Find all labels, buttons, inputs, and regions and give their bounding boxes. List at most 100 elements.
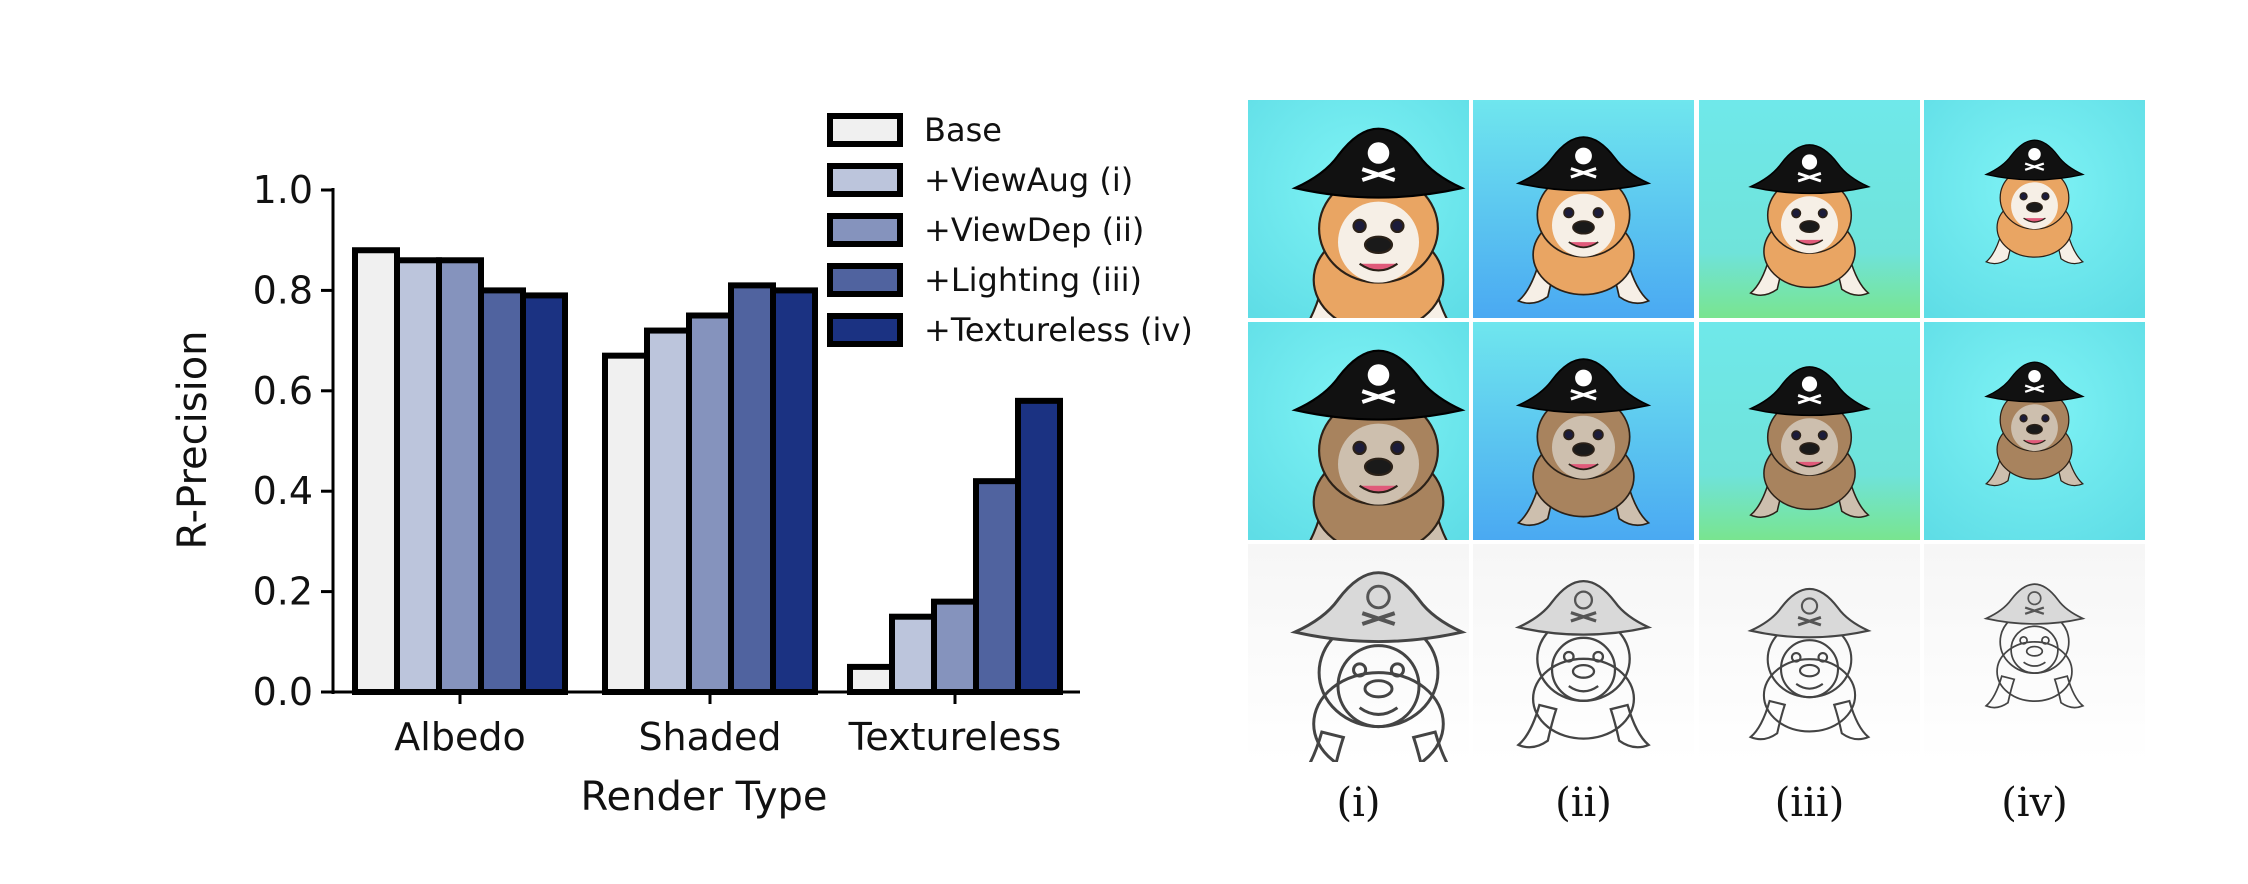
eye-shape: [1389, 662, 1405, 678]
leg-shape: [1609, 703, 1651, 749]
bulldog-render: [1748, 144, 1871, 296]
legend-label-1: +ViewAug (i): [924, 161, 1133, 199]
mouth-shape: [1568, 685, 1599, 693]
mouth-shape: [1358, 706, 1399, 716]
x-tick-label-shaded: Shaded: [638, 715, 781, 759]
skull-shape: [1801, 154, 1818, 170]
skull-shape: [2027, 591, 2042, 606]
render-cell-r0-c0: [1248, 100, 1469, 318]
bulldog-render: [1291, 127, 1466, 318]
eye-shape: [1817, 208, 1828, 219]
y-axis-title: R-Precision: [170, 330, 216, 549]
nose-shape: [1799, 442, 1820, 456]
skull-shape: [1367, 364, 1390, 386]
render-cell-r1-c3: [1924, 322, 2145, 540]
render-cell-r2-c2: [1699, 544, 1920, 762]
render-cell-r2-c1: [1473, 544, 1694, 762]
eye-shape: [1352, 218, 1367, 234]
render-cell-r1-c0: [1248, 322, 1469, 540]
leg-shape: [1832, 699, 1871, 741]
bar-shaded-series-1: [644, 327, 692, 695]
crossbones-shape: [1797, 172, 1822, 183]
bar-albedo-series-1: [394, 257, 442, 695]
y-tick-label: 1.0: [253, 168, 313, 212]
bar-textureless-series-0: [847, 663, 895, 696]
render-cell-r0-c2: [1699, 100, 1920, 318]
bar-albedo-series-0: [352, 247, 400, 696]
bar-albedo-series-4: [520, 292, 568, 695]
body-shape: [1996, 641, 2073, 703]
bulldog-render: [1747, 587, 1872, 741]
legend-label-0: Base: [924, 111, 1002, 149]
bulldog-render: [1514, 579, 1653, 749]
legend-swatch-1: [827, 163, 903, 197]
leg-shape: [1308, 730, 1346, 762]
y-tick-label: 0.4: [253, 469, 313, 513]
nose-shape: [2026, 423, 2043, 435]
panel-label-0: (i): [1336, 780, 1380, 826]
bar-textureless-series-1: [889, 613, 937, 696]
crossbones-shape: [2024, 606, 2045, 615]
legend-swatch-4: [827, 313, 903, 347]
nose-shape: [2025, 645, 2044, 657]
nose-shape: [1799, 220, 1820, 234]
eye-shape: [2041, 414, 2050, 423]
x-tick-label-albedo: Albedo: [394, 715, 525, 759]
render-background: [1473, 544, 1694, 762]
eye-shape: [1791, 430, 1802, 441]
nose-shape: [1363, 679, 1394, 699]
leg-shape: [2053, 675, 2085, 709]
legend: Base+ViewAug (i)+ViewDep (ii)+Lighting (…: [827, 111, 1193, 349]
skull-shape: [1575, 369, 1592, 387]
eye-shape: [1390, 440, 1405, 456]
panel-label-3: (iv): [2001, 780, 2068, 826]
eye-shape: [1352, 662, 1368, 678]
mouth-shape: [1358, 484, 1399, 494]
y-tick-label: 0.6: [253, 369, 313, 413]
skull-shape: [1366, 584, 1391, 610]
y-tick-label: 0.8: [253, 268, 313, 312]
mouth-shape: [2023, 661, 2046, 667]
eye-shape: [1592, 429, 1604, 441]
eye-shape: [2019, 635, 2028, 645]
skull-shape: [1575, 147, 1592, 165]
crossbones-shape: [1570, 167, 1597, 179]
nose-shape: [1363, 457, 1394, 476]
eye-shape: [1390, 218, 1405, 234]
body-shape: [1531, 657, 1636, 740]
bar-shaded-series-4: [770, 287, 818, 695]
face-shape: [2010, 625, 2059, 674]
render-cell-r0-c3: [1924, 100, 2145, 318]
leg-shape: [1411, 730, 1449, 762]
mouth-shape: [1795, 239, 1824, 246]
body-shape: [1762, 658, 1857, 733]
nose-shape: [1572, 220, 1595, 235]
bar-textureless-series-4: [1015, 397, 1063, 695]
render-cell-r2-c0: [1248, 544, 1469, 762]
face-shape: [1550, 636, 1617, 702]
x-axis-title: Render Type: [581, 774, 828, 820]
skull-shape: [1367, 142, 1390, 164]
bar-albedo-series-3: [478, 287, 526, 695]
render-cell-r1-c2: [1699, 322, 1920, 540]
crossbones-shape: [1361, 389, 1396, 404]
bar-shaded-series-3: [728, 282, 776, 695]
leg-shape: [1516, 703, 1558, 749]
nose-shape: [1798, 663, 1821, 678]
eye-shape: [1563, 207, 1575, 219]
crossbones-shape: [1797, 616, 1822, 627]
eye-shape: [1790, 651, 1802, 663]
image-grid: (i)(ii)(iii)(iv): [1248, 100, 2145, 826]
eye-shape: [2019, 192, 2028, 201]
leg-shape: [1748, 699, 1787, 741]
crossbones-shape: [2024, 384, 2045, 393]
x-tick-label-textureless: Textureless: [848, 715, 1062, 759]
render-background: [1248, 544, 1469, 762]
skull-shape: [1801, 376, 1818, 392]
legend-label-4: +Textureless (iv): [924, 311, 1193, 349]
mouth-shape: [2023, 217, 2046, 223]
bulldog-render: [1984, 361, 2085, 487]
render-cell-r0-c1: [1473, 100, 1694, 318]
